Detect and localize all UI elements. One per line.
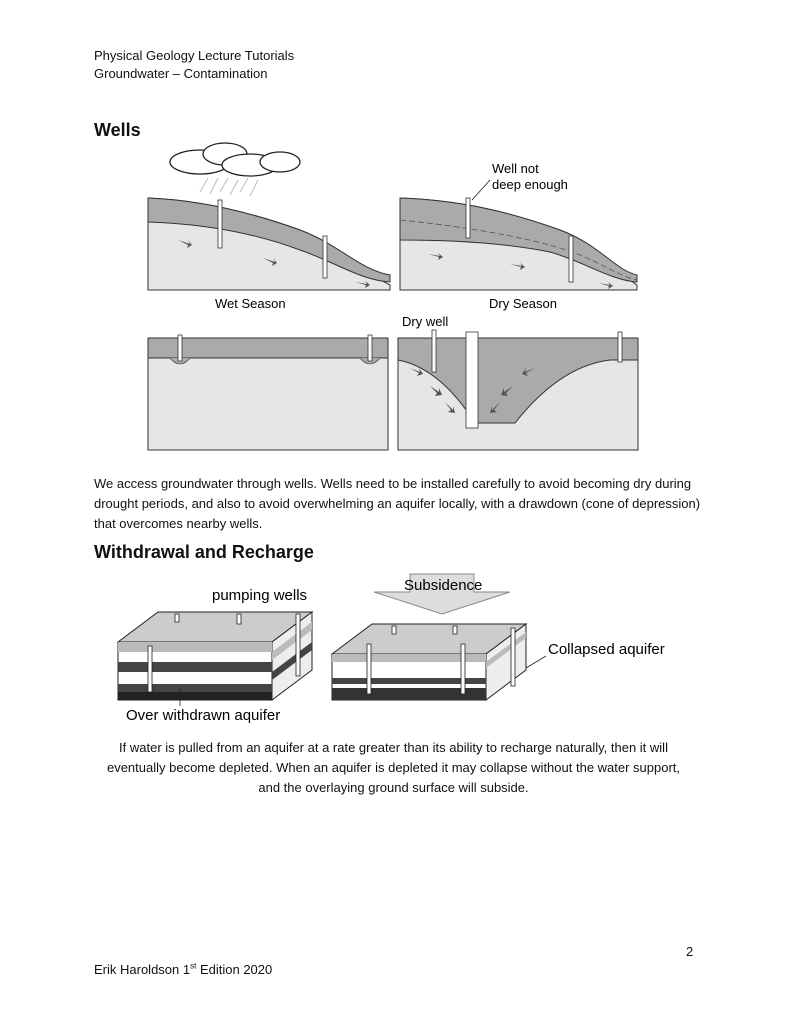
over-withdrawn-label: Over withdrawn aquifer xyxy=(126,707,280,724)
svg-text:Well not: Well not xyxy=(492,161,539,176)
wells-paragraph: We access groundwater through wells. Wel… xyxy=(94,474,704,534)
running-header-topic: Groundwater – Contamination xyxy=(94,65,267,83)
cone-of-depression-panel xyxy=(398,330,638,450)
dry-season-label: Dry Season xyxy=(489,296,557,311)
rain-icon xyxy=(200,178,258,196)
pumping-wells-label: pumping wells xyxy=(212,587,307,604)
subsidence-figure: pumping wells Subsidence Collapsed aquif… xyxy=(110,570,690,730)
footer-author-edition: Erik Haroldson 1st Edition 2020 xyxy=(94,962,272,977)
subsidence-label: Subsidence xyxy=(404,577,482,594)
page-number: 2 xyxy=(686,944,693,959)
running-header-course: Physical Geology Lecture Tutorials xyxy=(94,47,294,65)
over-withdrawn-block xyxy=(118,612,312,700)
dry-well-label: Dry well xyxy=(402,314,448,329)
wet-season-label: Wet Season xyxy=(215,296,286,311)
wet-season-panel xyxy=(148,198,390,290)
section-title-withdrawal: Withdrawal and Recharge xyxy=(94,542,314,563)
rain-cloud-icon xyxy=(170,143,300,176)
dry-season-panel xyxy=(400,198,637,290)
collapsed-aquifer-block xyxy=(332,624,526,700)
normal-wells-panel xyxy=(148,335,388,450)
wells-figure: Wet Season Dry Season Well not deep enou… xyxy=(140,140,660,460)
withdrawal-paragraph: If water is pulled from an aquifer at a … xyxy=(60,738,727,798)
svg-text:deep enough: deep enough xyxy=(492,177,568,192)
collapsed-aquifer-label: Collapsed aquifer xyxy=(548,641,665,658)
section-title-wells: Wells xyxy=(94,120,141,141)
well-not-deep-enough-label: Well not deep enough xyxy=(492,161,568,192)
